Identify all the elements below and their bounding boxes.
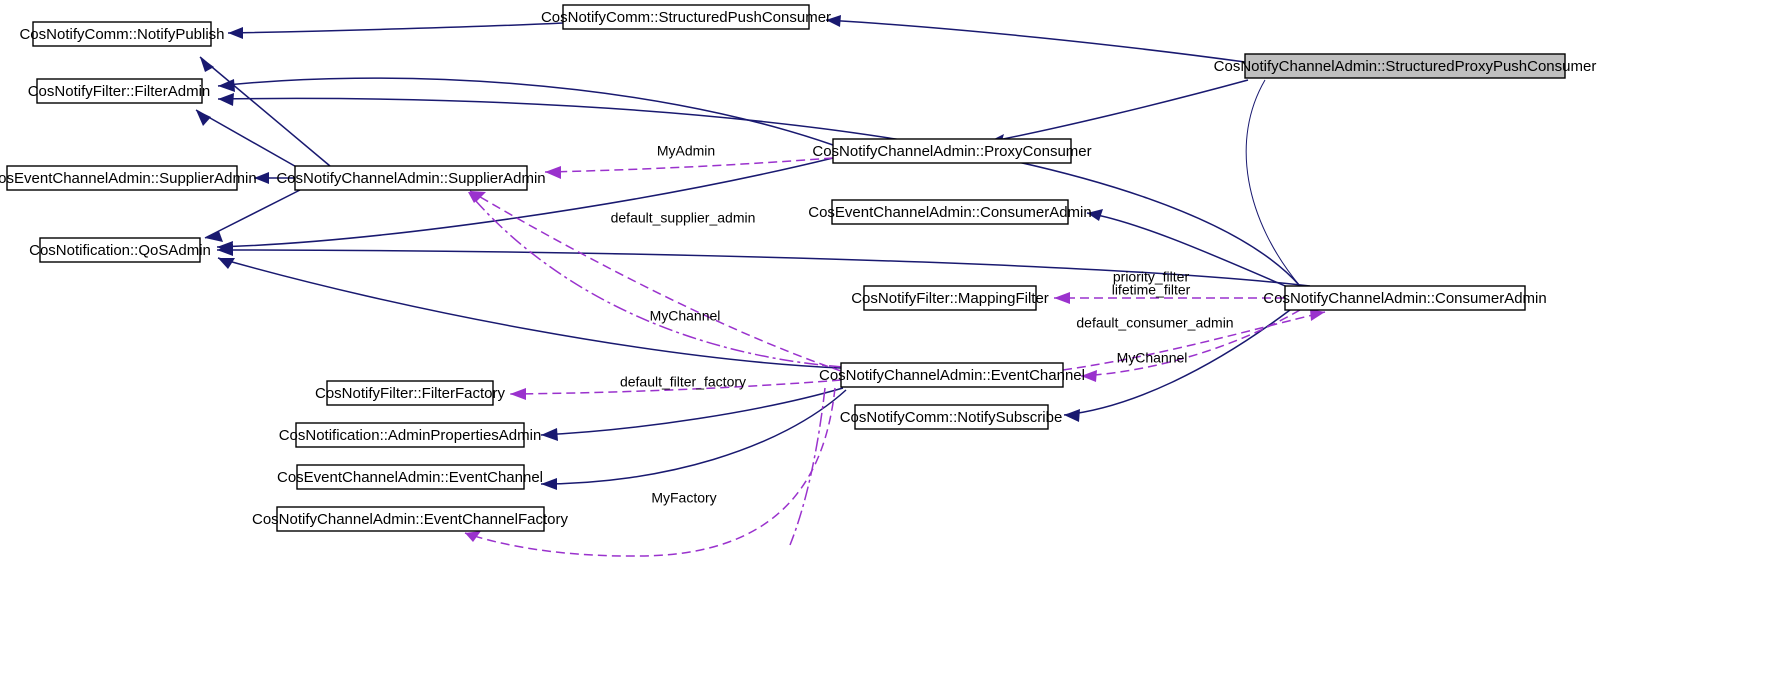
node-label: CosNotifyChannelAdmin::SupplierAdmin [276, 170, 545, 187]
node-label: CosNotifyChannelAdmin::ProxyConsumer [812, 143, 1091, 160]
arrowhead [218, 93, 234, 106]
node-label: CosNotifyComm::NotifySubscribe [840, 409, 1063, 426]
node-cosnotifycomm-notifypublish[interactable]: CosNotifyComm::NotifyPublish [19, 21, 225, 47]
arrowhead [1087, 209, 1103, 221]
edge-label-mychannel-consumer: MyChannel [1117, 350, 1188, 366]
edge-usage-default-supplier-admin [469, 190, 842, 372]
usage-edges [464, 157, 1326, 557]
edge-usage-mychannel-supplieradmin [467, 191, 844, 368]
node-cosnotifychanneladmin-eventchannelfactory[interactable]: CosNotifyChannelAdmin::EventChannelFacto… [252, 506, 568, 532]
arrowhead [465, 531, 481, 542]
edge-eventchannel-to-adminpropertiesadmin [540, 387, 844, 436]
edge-label-default-supplier-admin: default_supplier_admin [611, 210, 756, 226]
arrowhead [510, 388, 526, 400]
node-cosnotifychanneladmin-consumeradmin[interactable]: CosNotifyChannelAdmin::ConsumerAdmin [1263, 285, 1547, 311]
node-coseventchanneladmin-supplieradmin[interactable]: CosEventChannelAdmin::SupplierAdmin [0, 165, 257, 191]
node-label: CosEventChannelAdmin::ConsumerAdmin [808, 204, 1091, 221]
node-label: CosEventChannelAdmin::EventChannel [277, 469, 543, 486]
edge-usage-myadmin [544, 157, 834, 173]
arrowhead [218, 258, 235, 269]
node-cosnotifychanneladmin-supplieradmin[interactable]: CosNotifyChannelAdmin::SupplierAdmin [276, 165, 546, 191]
node-label: CosNotification::QoSAdmin [29, 242, 211, 259]
node-label: CosNotifyFilter::FilterAdmin [28, 83, 211, 100]
arrowhead [228, 27, 243, 39]
edge-labels: MyAdmin default_supplier_admin priority_… [611, 143, 1234, 506]
edge-label-myfactory: MyFactory [651, 490, 716, 506]
edge-supplieradmin-to-notifypublish [199, 56, 331, 167]
node-label: CosNotification::AdminPropertiesAdmin [279, 427, 542, 444]
edge-usage-mychannel-consumeradmin [1080, 309, 1301, 377]
edge-usage-myfactory [464, 387, 836, 557]
edge-usage-default-filter-factory [509, 379, 842, 395]
edge-label-lifetime-filter: lifetime_filter [1112, 282, 1191, 298]
edge-usage-default-consumer-admin [1062, 311, 1326, 371]
arrowhead [1064, 409, 1080, 422]
node-cosnotifychanneladmin-eventchannel[interactable]: CosNotifyChannelAdmin::EventChannel [819, 362, 1085, 388]
arrowhead [541, 428, 558, 441]
edge-structuredproxypushconsumer-to-structuredpushconsumer [825, 19, 1246, 63]
arrowhead [217, 244, 233, 256]
arrowhead [826, 15, 841, 27]
edge-eventchannel-to-eventchanneladmin-eventchannel [540, 389, 847, 485]
arrowhead [545, 166, 561, 179]
node-label: CosNotifyFilter::FilterFactory [315, 385, 506, 402]
edge-label-default-filter-factory: default_filter_factory [620, 374, 746, 390]
arrowhead [254, 172, 269, 184]
edge-proxyconsumer-to-qosadmin [216, 157, 834, 248]
node-coseventchanneladmin-consumeradmin[interactable]: CosEventChannelAdmin::ConsumerAdmin [808, 199, 1092, 225]
edge-structuredproxypushconsumer-to-proxyconsumer [987, 79, 1249, 143]
edge-label-priority-filter: priority_filter [1113, 269, 1190, 285]
node-cosnotifyfilter-filterfactory[interactable]: CosNotifyFilter::FilterFactory [315, 380, 506, 406]
node-label: CosNotifyChannelAdmin::ConsumerAdmin [1263, 290, 1546, 307]
arrowhead [468, 192, 484, 203]
node-label: CosEventChannelAdmin::SupplierAdmin [0, 170, 257, 187]
arrowhead [541, 478, 557, 490]
node-label: CosNotifyFilter::MappingFilter [851, 290, 1049, 307]
edge-consumeradmin-connector [1245, 79, 1301, 287]
node-cosnotifycomm-notifysubscribe[interactable]: CosNotifyComm::NotifySubscribe [840, 404, 1063, 430]
edge-supplieradmin-to-qosadmin [204, 189, 301, 239]
arrowhead [1054, 292, 1070, 304]
nodes: CosNotifyComm::NotifyPublish CosNotifyCo… [0, 4, 1597, 532]
edge-label-myadmin: MyAdmin [657, 143, 715, 159]
edge-consumeradmin-to-notifysubscribe [1063, 309, 1291, 416]
arrowhead [1310, 309, 1325, 321]
arrowhead [218, 79, 235, 92]
arrowhead [1081, 370, 1097, 382]
inheritance-edges [195, 15, 1311, 490]
edge-consumeradmin-to-qosadmin [216, 249, 1311, 287]
node-cosnotification-adminpropertiesadmin[interactable]: CosNotification::AdminPropertiesAdmin [279, 422, 542, 448]
edge-supplieradmin-to-filteradmin [195, 109, 301, 170]
edge-proxyconsumer-to-filteradmin [217, 77, 834, 146]
node-label: CosNotifyComm::StructuredPushConsumer [541, 9, 831, 26]
arrowhead [200, 57, 214, 72]
node-label: CosNotifyComm::NotifyPublish [19, 26, 224, 43]
edge-structuredpushconsumer-to-notifypublish [227, 22, 564, 34]
node-cosnotifychanneladmin-proxyconsumer[interactable]: CosNotifyChannelAdmin::ProxyConsumer [812, 138, 1092, 164]
arrowhead [205, 231, 223, 242]
edge-label-mychannel-supplier: MyChannel [650, 308, 721, 324]
edge-usage-eventchannel-descend [789, 387, 826, 546]
edge-notifyconsumeradmin-to-eventconsumeradmin [1086, 212, 1291, 289]
node-cosnotifycomm-structuredpushconsumer[interactable]: CosNotifyComm::StructuredPushConsumer [541, 4, 831, 30]
node-label: CosNotifyChannelAdmin::EventChannel [819, 367, 1085, 384]
node-cosnotifyfilter-mappingfilter[interactable]: CosNotifyFilter::MappingFilter [851, 285, 1049, 311]
node-coseventchanneladmin-eventchannel[interactable]: CosEventChannelAdmin::EventChannel [277, 464, 543, 490]
edge-consumeradmin-to-filteradmin [217, 97, 1301, 287]
arrowhead [196, 110, 211, 126]
node-cosnotifychanneladmin-structuredproxypushconsumer[interactable]: CosNotifyChannelAdmin::StructuredProxyPu… [1214, 53, 1597, 79]
node-label: CosNotifyChannelAdmin::EventChannelFacto… [252, 511, 568, 528]
edge-label-default-consumer-admin: default_consumer_admin [1076, 315, 1233, 331]
node-cosnotifyfilter-filteradmin[interactable]: CosNotifyFilter::FilterAdmin [28, 78, 211, 104]
edge-eventchannel-to-qosadmin [217, 257, 842, 369]
node-label: CosNotifyChannelAdmin::StructuredProxyPu… [1214, 58, 1597, 75]
node-cosnotification-qosadmin[interactable]: CosNotification::QoSAdmin [29, 237, 211, 263]
